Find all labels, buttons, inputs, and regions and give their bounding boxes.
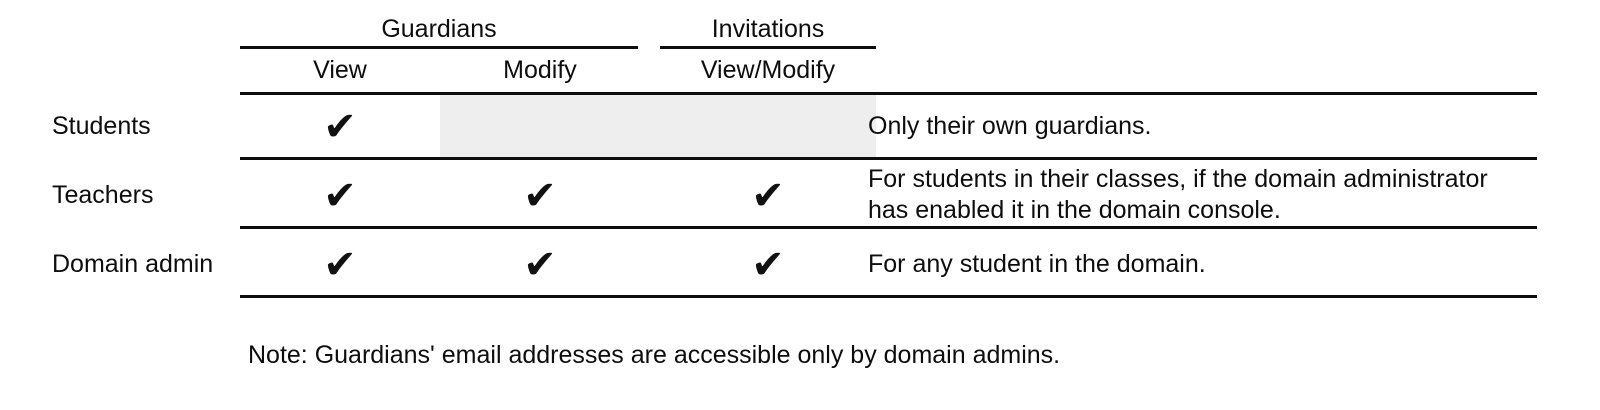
row-label-students: Students: [52, 112, 151, 140]
table-rule-row2: [240, 226, 1537, 229]
cell-disabled-students-modify: [440, 95, 876, 157]
check-teachers-invitations: ✔: [751, 173, 785, 219]
table-rule-bottom: [240, 295, 1537, 298]
table-rule-row1: [240, 157, 1537, 160]
row-label-teachers: Teachers: [52, 181, 154, 209]
group-rule-invitations: [660, 46, 876, 49]
row-label-domain-admin: Domain admin: [52, 250, 214, 278]
table-rule-top: [240, 92, 1537, 95]
column-header-guardians-view: View: [313, 56, 367, 84]
column-header-invitations-view-modify: View/Modify: [700, 56, 836, 84]
check-students-guardians-view: ✔: [323, 104, 357, 150]
check-teachers-guardians-modify: ✔: [523, 173, 557, 219]
group-rule-guardians: [240, 46, 638, 49]
check-domain-admin-guardians-view: ✔: [323, 242, 357, 288]
row-description-teachers: For students in their classes, if the do…: [868, 165, 1488, 224]
check-domain-admin-guardians-modify: ✔: [523, 242, 557, 288]
group-header-invitations: Invitations: [711, 15, 825, 43]
table-note: Note: Guardians' email addresses are acc…: [248, 341, 1061, 369]
check-teachers-guardians-view: ✔: [323, 173, 357, 219]
check-domain-admin-invitations: ✔: [751, 242, 785, 288]
group-header-guardians: Guardians: [381, 15, 497, 43]
row-description-students: Only their own guardians.: [868, 112, 1152, 140]
column-header-guardians-modify: Modify: [503, 56, 577, 84]
row-description-domain-admin: For any student in the domain.: [868, 250, 1206, 278]
